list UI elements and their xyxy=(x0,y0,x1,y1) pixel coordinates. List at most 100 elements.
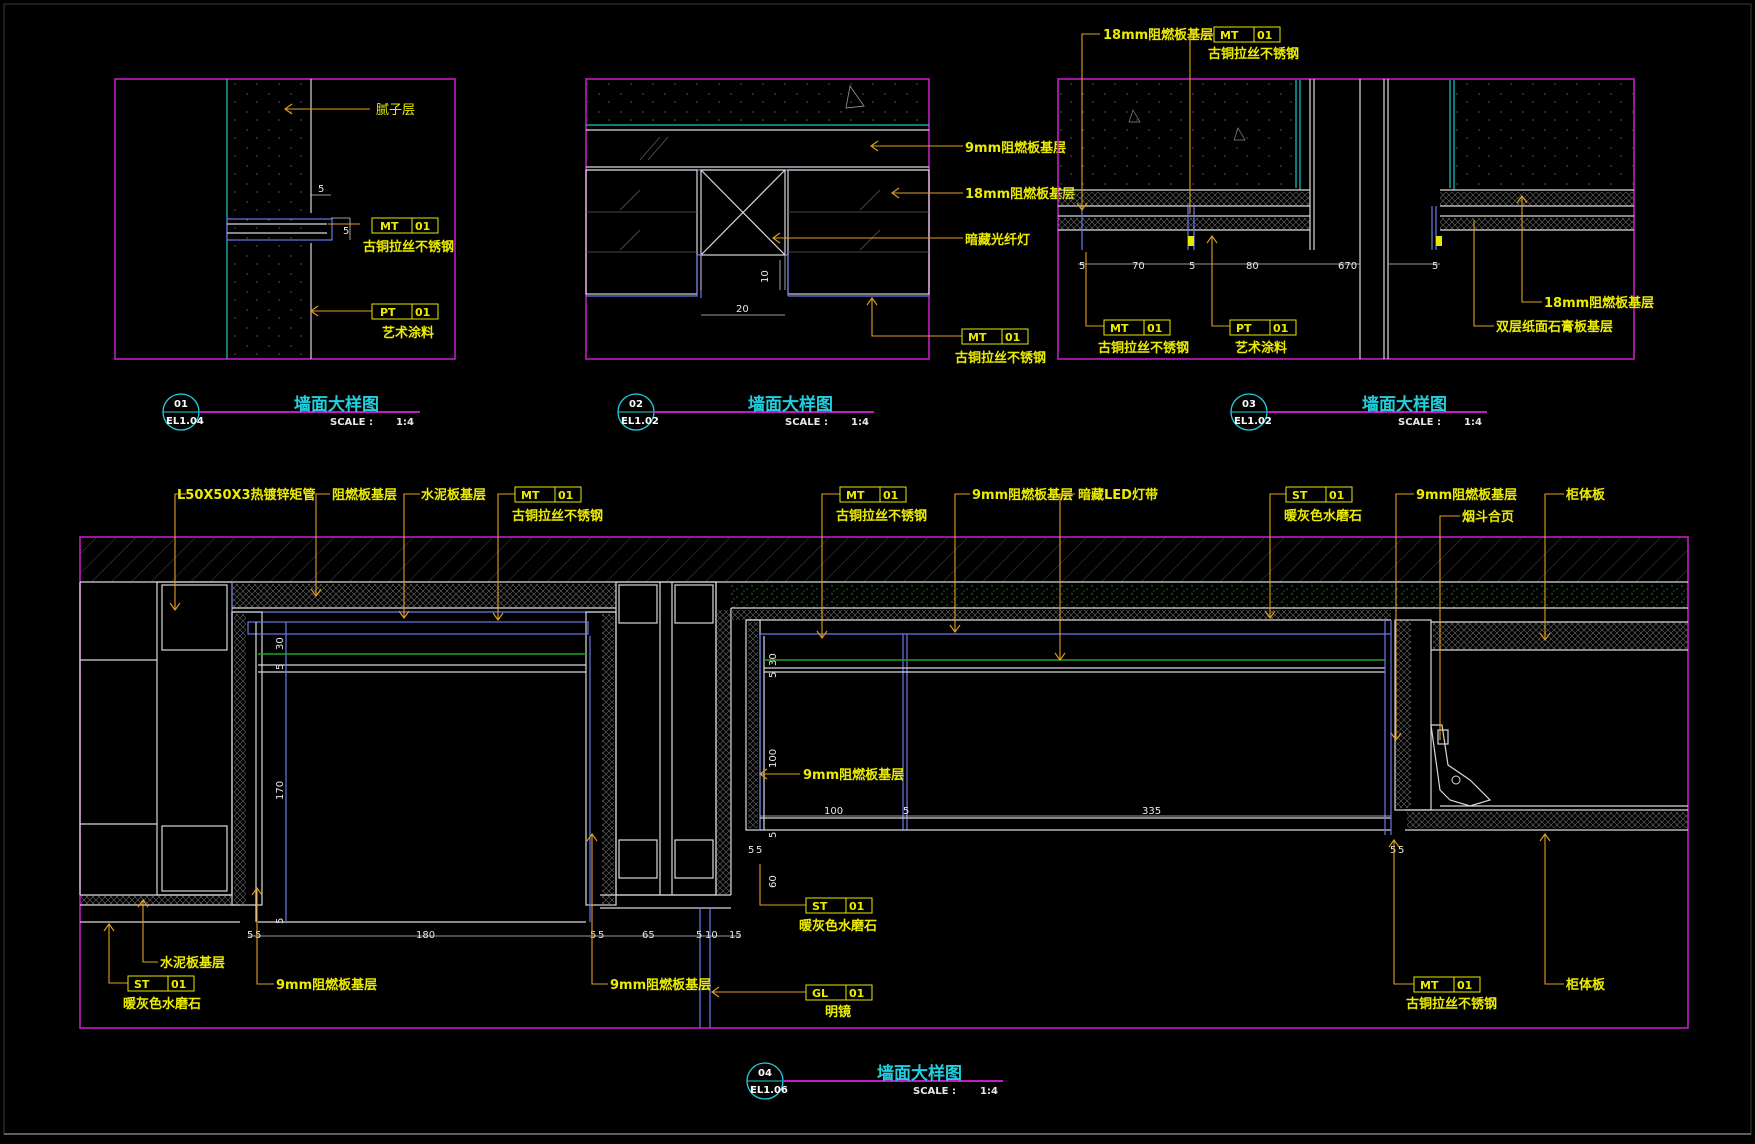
detail-04-dim-10: 10 xyxy=(705,930,718,941)
detail-04-dim-5m: 5 xyxy=(1390,845,1396,856)
detail-03-tag-2-code: MT xyxy=(1110,322,1129,335)
detail-04-tag-3-code: ST xyxy=(1292,489,1308,502)
detail-03-dim-b: 70 xyxy=(1132,261,1145,272)
detail-03-dim-d: 80 xyxy=(1246,261,1259,272)
detail-03-label-1: 18mm阻燃板基层 xyxy=(1103,27,1213,43)
detail-04-number: 04 xyxy=(758,1068,772,1079)
detail-04-dim-180: 180 xyxy=(416,930,435,941)
detail-04-label-board9-bl: 9mm阻燃板基层 xyxy=(276,977,377,993)
detail-04-tag-2-desc: 古铜拉丝不锈钢 xyxy=(836,508,927,524)
detail-01-scale-label: SCALE : xyxy=(330,417,373,428)
detail-04-tag-2-code: MT xyxy=(846,489,865,502)
detail-01-ref: EL1.04 xyxy=(166,416,204,427)
detail-04-tag-7-code: MT xyxy=(1420,979,1439,992)
detail-04-scale-label: SCALE : xyxy=(913,1086,956,1097)
detail-03-dim-f: 5 xyxy=(1432,261,1438,272)
detail-02-scale-label: SCALE : xyxy=(785,417,828,428)
detail-04-tag-6-no: 01 xyxy=(849,987,864,1000)
detail-04-tag-2-no: 01 xyxy=(883,489,898,502)
detail-01-label-putty: 腻子层 xyxy=(376,103,415,118)
detail-04-tag-7-no: 01 xyxy=(1457,979,1472,992)
detail-04-dim-100h: 100 xyxy=(824,806,843,817)
detail-04-label-board9-mid: 9mm阻燃板基层 xyxy=(803,767,904,783)
detail-03-ref: EL1.02 xyxy=(1234,416,1272,427)
detail-04-dim-5n: 5 xyxy=(1398,845,1404,856)
detail-04-tag-3-no: 01 xyxy=(1329,489,1344,502)
detail-01-number: 01 xyxy=(174,399,188,410)
detail-04-tag-5-no: 01 xyxy=(849,900,864,913)
detail-01-tag-2-no: 01 xyxy=(415,306,430,319)
detail-04-label-board9-right: 9mm阻燃板基层 xyxy=(1416,487,1517,503)
detail-04: 30 5 170 5 5 5 180 5 5 65 5 10 15 xyxy=(79,486,1689,1100)
detail-02-label-2: 18mm阻燃板基层 xyxy=(965,186,1075,202)
detail-03-dim-e: 670 xyxy=(1338,261,1357,272)
detail-03-tag-1-code: MT xyxy=(1220,29,1239,42)
detail-04-dim-60: 60 xyxy=(768,875,779,888)
detail-04-label-board9-top: 9mm阻燃板基层 xyxy=(972,487,1073,503)
detail-04-dim-5c: 5 xyxy=(247,930,253,941)
detail-04-tag-4-code: ST xyxy=(134,978,150,991)
detail-04-tag-5-desc: 暖灰色水磨石 xyxy=(799,918,877,934)
detail-04-dim-5e: 5 xyxy=(590,930,596,941)
detail-02-scale: 1:4 xyxy=(851,417,869,428)
detail-03-tag-2-desc: 古铜拉丝不锈钢 xyxy=(1098,340,1189,356)
detail-02-title: 墙面大样图 xyxy=(748,394,833,415)
detail-04-label-cabinet-bottom: 柜体板 xyxy=(1565,977,1606,993)
detail-04-label-cement-board: 水泥板基层 xyxy=(421,487,486,503)
detail-02-tag-1-desc: 古铜拉丝不锈钢 xyxy=(955,350,1046,366)
detail-04-tag-3-desc: 暖灰色水磨石 xyxy=(1284,508,1362,524)
detail-02-ref: EL1.02 xyxy=(621,416,659,427)
detail-04-label-cement-bottom: 水泥板基层 xyxy=(160,955,225,971)
detail-04-label-hinge: 烟斗合页 xyxy=(1462,509,1514,525)
detail-04-dim-100v: 100 xyxy=(768,749,779,768)
detail-04-dim-5f: 5 xyxy=(598,930,604,941)
detail-03-tag-2-no: 01 xyxy=(1147,322,1162,335)
detail-03: 5 70 5 80 670 5 18mm阻燃板基层 MT 01 古铜拉丝不锈钢 … xyxy=(1057,26,1654,431)
detail-04-dim-335: 335 xyxy=(1142,806,1161,817)
detail-03-tag-3-code: PT xyxy=(1236,322,1252,335)
detail-04-dim-5j: 5 xyxy=(748,845,754,856)
detail-01-tag-1-code: MT xyxy=(380,220,399,233)
detail-01-title: 墙面大样图 xyxy=(294,394,379,415)
detail-01: 5 5 腻子层 MT 01 古铜拉丝不锈钢 PT 01 艺术涂料 01 EL1.… xyxy=(114,78,456,431)
detail-04-label-steel-tube: L50X50X3热镀锌矩管 xyxy=(177,487,316,503)
detail-04-tag-4-no: 01 xyxy=(171,978,186,991)
detail-03-tag-1-desc: 古铜拉丝不锈钢 xyxy=(1208,46,1299,62)
detail-04-dim-30b: 30 xyxy=(768,653,779,666)
detail-04-ref: EL1.06 xyxy=(750,1085,788,1096)
detail-04-dim-15: 15 xyxy=(729,930,742,941)
detail-03-scale: 1:4 xyxy=(1464,417,1482,428)
detail-03-dim-c: 5 xyxy=(1189,261,1195,272)
detail-01-tag-1-no: 01 xyxy=(415,220,430,233)
detail-04-label-board9-bm: 9mm阻燃板基层 xyxy=(610,977,711,993)
detail-04-label-fire-board: 阻燃板基层 xyxy=(332,487,397,503)
detail-04-tag-5-code: ST xyxy=(812,900,828,913)
detail-02-dim-a: 10 xyxy=(760,270,771,283)
detail-04-dim-30a: 30 xyxy=(275,637,286,650)
detail-04-tag-1-code: MT xyxy=(521,489,540,502)
detail-03-title: 墙面大样图 xyxy=(1362,394,1447,415)
detail-01-tag-2-code: PT xyxy=(380,306,396,319)
detail-02-number: 02 xyxy=(629,399,643,410)
detail-02-tag-1-code: MT xyxy=(968,331,987,344)
detail-04-tag-6-desc: 明镜 xyxy=(825,1004,851,1020)
detail-04-tag-1-no: 01 xyxy=(558,489,573,502)
detail-04-label-cabinet-top: 柜体板 xyxy=(1565,487,1606,503)
detail-04-dim-170: 170 xyxy=(275,781,286,800)
detail-04-dim-65: 65 xyxy=(642,930,655,941)
detail-04-tag-6-code: GL xyxy=(812,987,828,1000)
detail-02-dim-b: 20 xyxy=(736,304,749,315)
detail-04-tag-1-desc: 古铜拉丝不锈钢 xyxy=(512,508,603,524)
detail-04-dim-5b: 5 xyxy=(275,918,286,924)
detail-03-number: 03 xyxy=(1242,399,1256,410)
detail-01-scale: 1:4 xyxy=(396,417,414,428)
detail-02-label-1: 9mm阻燃板基层 xyxy=(965,140,1066,156)
detail-04-dim-5g: 5 xyxy=(696,930,702,941)
detail-04-tag-7-desc: 古铜拉丝不锈钢 xyxy=(1406,996,1497,1012)
detail-03-tag-3-desc: 艺术涂料 xyxy=(1235,340,1287,356)
detail-04-dim-5d: 5 xyxy=(255,930,261,941)
detail-04-tag-4-desc: 暖灰色水磨石 xyxy=(123,996,201,1012)
detail-03-label-2: 18mm阻燃板基层 xyxy=(1544,295,1654,311)
detail-02: 10 20 9mm阻燃板基层 18mm阻燃板基层 暗藏光纤灯 MT 01 古铜拉… xyxy=(585,78,1075,431)
